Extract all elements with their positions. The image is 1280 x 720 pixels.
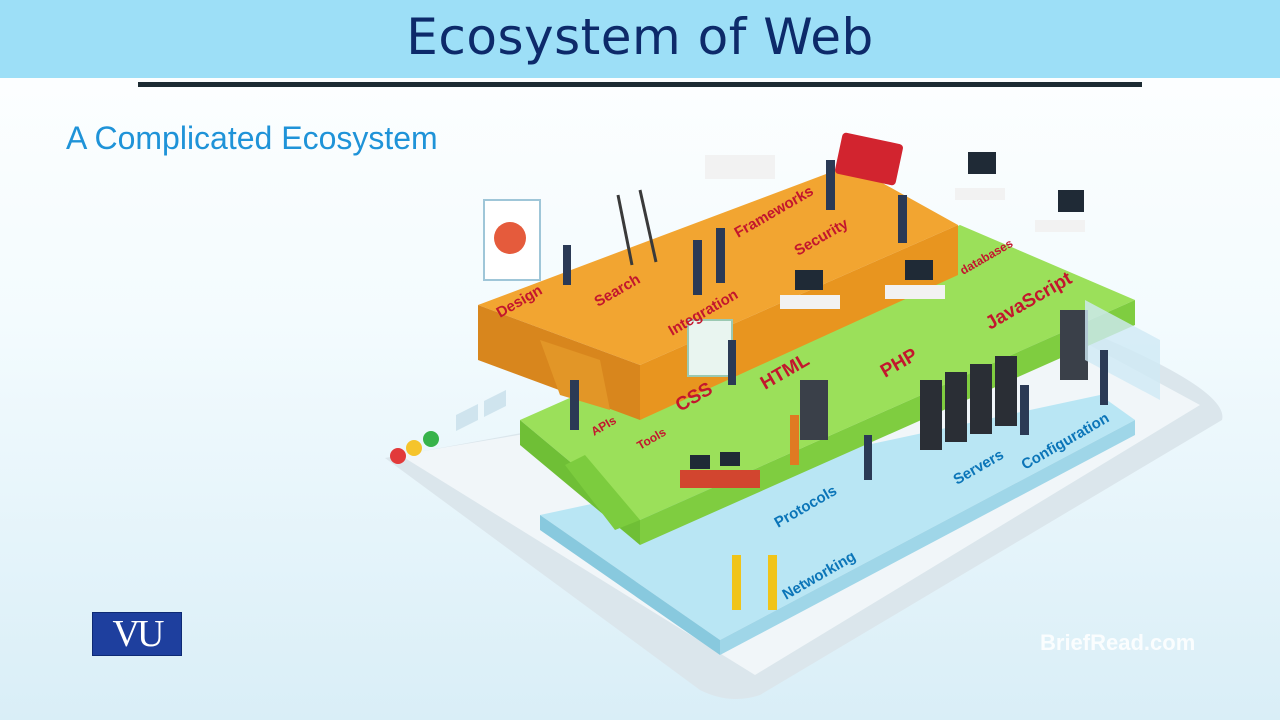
vu-logo-text: VU [112,613,165,655]
title-band [0,0,1280,78]
server-rack [1060,310,1088,380]
networking-level-edge-front [720,420,1135,655]
slide-subtitle: A Complicated Ecosystem [66,120,438,156]
desk [780,295,840,309]
window-close-icon [390,448,406,464]
monitor [968,152,996,174]
window-maximize-icon [423,431,439,447]
server-rack [970,364,992,434]
ladder [616,189,658,266]
webpage-board [687,319,733,377]
monitor [690,455,710,469]
operator-desk [680,470,760,488]
monitor [720,452,740,466]
monitor [1058,190,1084,212]
watermark: BriefRead.com [1040,630,1196,655]
credit-card-board [835,132,903,186]
networking-level-edge [540,515,720,655]
green-stairs [565,455,640,530]
desk [955,188,1005,200]
forward-arrow-icon [484,390,506,417]
desk [885,285,945,299]
server-rack [945,372,967,442]
development-level [520,225,1135,520]
monitor [905,260,933,280]
desk [1035,220,1085,232]
orange-stairs [540,340,610,410]
slide-title: Ecosystem of Web [406,8,874,66]
server-rack [995,356,1017,426]
vu-logo: VU [92,612,182,656]
networking-level [540,395,1135,640]
window-minimize-icon [406,440,422,456]
monitor [795,270,823,290]
glass-wall [1085,300,1160,400]
server-rack [800,380,828,440]
people [563,160,1108,610]
title-divider [138,82,1142,87]
server-rack [920,380,942,450]
back-arrow-icon [456,404,478,431]
meeting-table [705,155,775,179]
pie-chart-icon [494,222,526,254]
